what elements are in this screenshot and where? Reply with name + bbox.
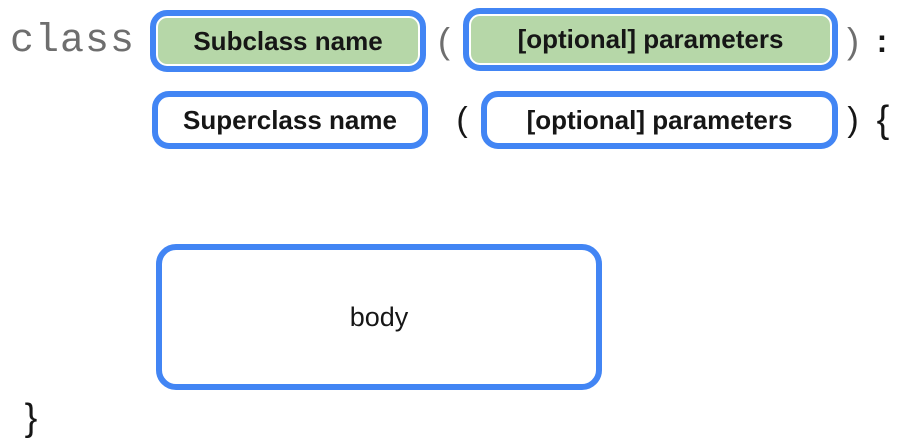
superclass-name-box: Superclass name	[152, 91, 428, 149]
line1-open-paren: (	[438, 20, 450, 61]
line1-parameters-label: [optional] parameters	[517, 24, 784, 54]
superclass-name-label: Superclass name	[183, 104, 397, 135]
subclass-name-label: Subclass name	[193, 25, 383, 56]
class-keyword: class	[10, 18, 136, 64]
line1-parameters-box: [optional] parameters	[463, 8, 838, 71]
line2-parameters-box: [optional] parameters	[481, 91, 838, 149]
body-label: body	[349, 301, 409, 332]
subclass-name-box: Subclass name	[150, 10, 426, 72]
line1-close-paren: )	[847, 20, 859, 61]
line2-open-brace: {	[876, 98, 890, 141]
close-brace: }	[24, 396, 38, 439]
line2-parameters-label: [optional] parameters	[526, 104, 793, 135]
body-box: body	[156, 244, 602, 390]
line2-close-paren: )	[847, 100, 859, 139]
line1-colon: :	[876, 22, 888, 59]
line2-open-paren: (	[456, 100, 468, 139]
